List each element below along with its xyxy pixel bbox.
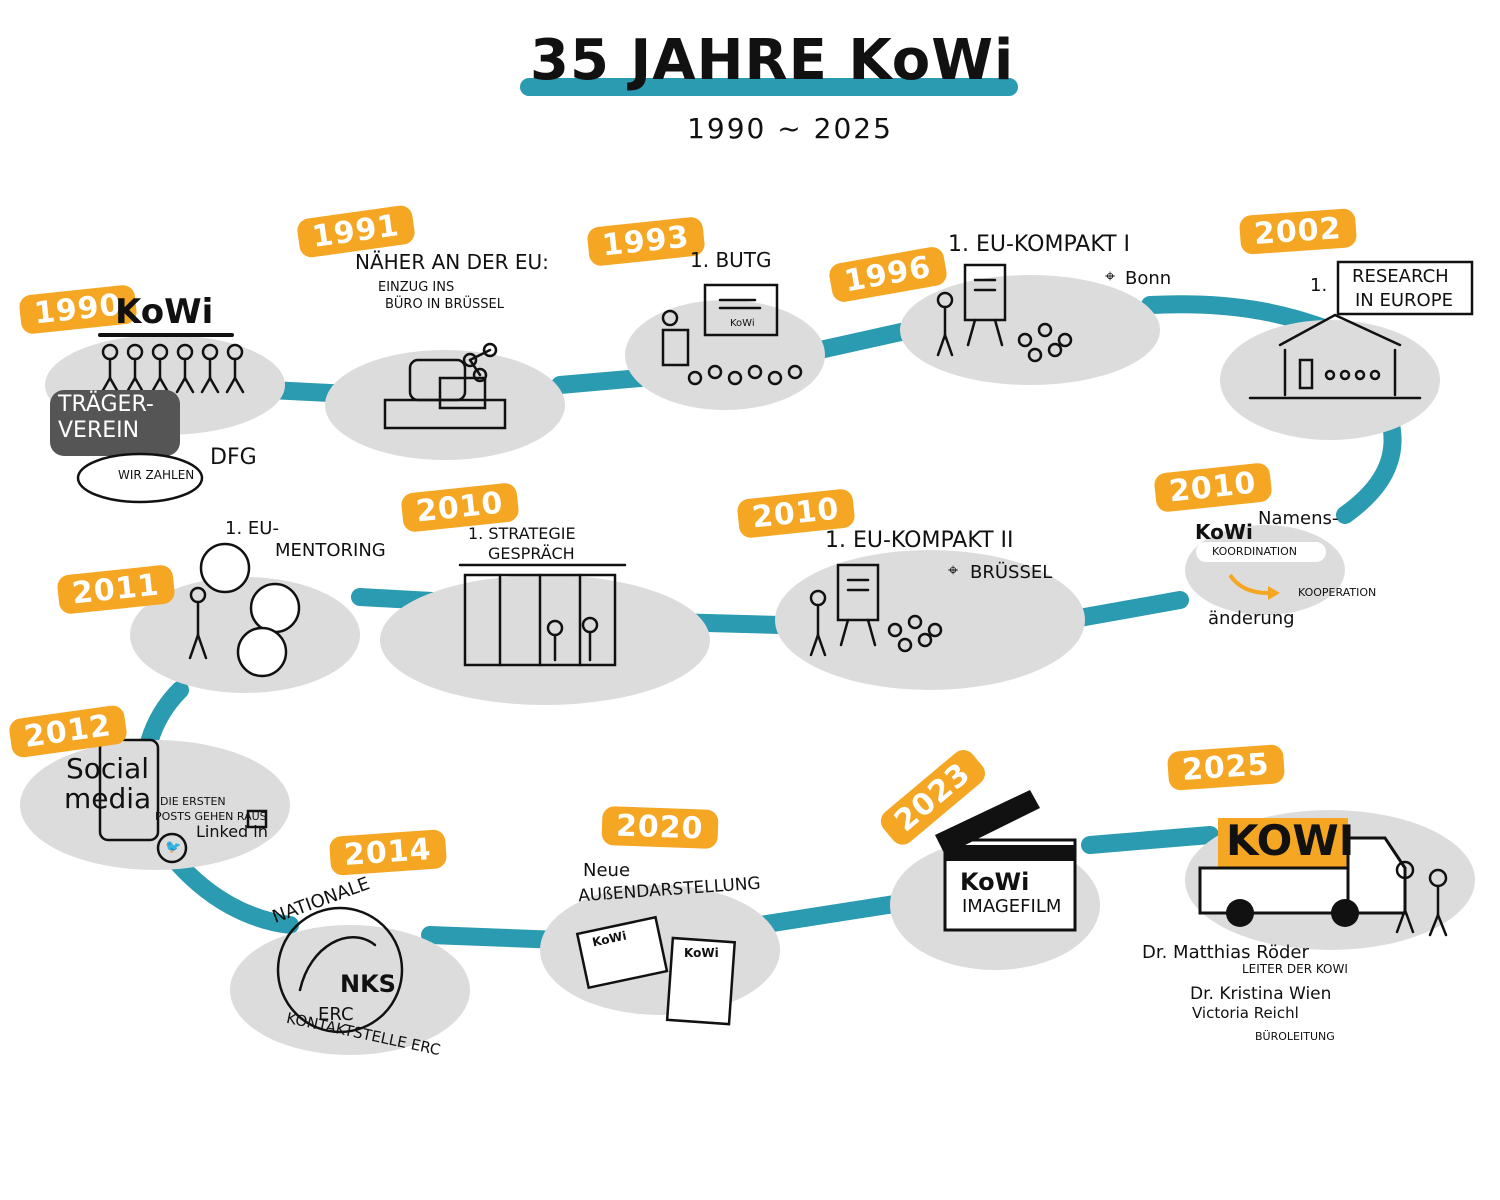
flipchart-1996-illustration <box>936 263 1073 363</box>
aenderung-label: änderung <box>1208 608 1295 629</box>
roeder-title: LEITER DER KOWI <box>1242 962 1348 976</box>
location-pin-icon-2: ⌖ <box>948 560 959 581</box>
neue-label: Neue <box>583 860 631 881</box>
koordination-pill <box>1196 542 1326 562</box>
strategie-label: 1. STRATEGIE <box>468 524 576 543</box>
mentoring-illustration <box>188 542 301 678</box>
traeger-label: TRÄGER- VEREIN <box>58 392 154 444</box>
in-europe-label: IN EUROPE <box>1355 290 1453 311</box>
linkedin-label: Linked in <box>196 822 268 841</box>
kowi-imagefilm-logo: KoWi <box>960 868 1030 896</box>
eu-kompakt-1-label: 1. EU-KOMPAKT I <box>948 232 1130 257</box>
eu-kompakt-2-label: 1. EU-KOMPAKT II <box>825 528 1014 553</box>
social-label: Social <box>66 752 150 785</box>
kowi-truck-label: KOWI <box>1226 816 1355 865</box>
building-2010-illustration <box>458 563 627 667</box>
crowd-1990-illustration <box>98 333 245 394</box>
phone-illustration <box>98 738 268 864</box>
kowi-namechange-logo: KoWi <box>1195 520 1253 544</box>
roeder-name: Dr. Matthias Röder <box>1142 942 1309 963</box>
traeger-line-1: TRÄGER- <box>58 392 154 417</box>
kowi-logo-1990: KoWi <box>115 292 214 332</box>
traeger-line-2: VEREIN <box>58 418 140 443</box>
erc-label: ERC <box>318 1004 354 1025</box>
clapperboard-illustration <box>935 790 1077 932</box>
dfg-label: DFG <box>210 445 257 470</box>
bruessel-label: BRÜSSEL <box>970 562 1053 583</box>
namens-label: Namens- <box>1258 508 1339 529</box>
pavilion-2002-illustration <box>1248 313 1422 400</box>
posts-gehen-label: POSTS GEHEN RAUS <box>155 810 267 823</box>
year-badge-2020: 2020 <box>601 805 719 850</box>
kowi-screen-label: KoWi <box>730 318 755 329</box>
location-pin-icon: ⌖ <box>1105 266 1116 287</box>
presentation-1993-illustration <box>661 283 803 386</box>
wir-zahlen-label: WIR ZAHLEN <box>118 468 195 482</box>
eu-mentoring-label-2: MENTORING <box>275 540 386 561</box>
koordination-label: KOORDINATION <box>1212 545 1298 558</box>
einzug-label: EINZUG INS <box>378 280 455 295</box>
gespraech-label: GESPRÄCH <box>488 544 575 563</box>
year-badge-2025: 2025 <box>1166 744 1285 791</box>
butg-label: 1. BUTG <box>690 248 772 272</box>
erste-posts-label: DIE ERSTEN <box>160 795 226 808</box>
naeher-eu-label: NÄHER AN DER EU: <box>355 250 549 274</box>
wien-name: Dr. Kristina Wien <box>1190 984 1332 1004</box>
flipchart-2010-illustration <box>809 563 943 657</box>
buero-bruessel-label: BÜRO IN BRÜSSEL <box>385 297 504 312</box>
eu-mentoring-label-1: 1. EU- <box>225 518 279 539</box>
year-badge-2014: 2014 <box>328 829 447 876</box>
page-subtitle: 1990 ~ 2025 <box>687 112 893 145</box>
cards-2020-illustration <box>575 915 737 1026</box>
wir-zahlen-bubble <box>76 452 204 504</box>
research-number-label: 1. <box>1310 275 1328 296</box>
twitter-icon: 🐦 <box>165 840 182 855</box>
kooperation-label: KOOPERATION <box>1298 586 1377 599</box>
page-title: 35 JAHRE KoWi <box>530 28 1015 93</box>
year-badge-2002: 2002 <box>1238 208 1357 255</box>
truck-illustration <box>1198 818 1448 937</box>
traeger-badge <box>50 390 180 456</box>
bubbles <box>20 275 1475 1055</box>
research-label: RESEARCH <box>1352 266 1449 287</box>
office-desk-illustration <box>383 342 507 430</box>
research-box <box>1336 260 1474 316</box>
imagefilm-label: IMAGEFILM <box>962 896 1062 917</box>
bonn-label: Bonn <box>1125 268 1172 289</box>
change-arrow <box>1228 573 1269 595</box>
reichl-name: Victoria Reichl <box>1192 1004 1299 1022</box>
media-label: media <box>64 782 152 815</box>
kowi-card-2-label: KoWi <box>684 946 719 960</box>
title-underline <box>520 78 1018 96</box>
nks-seal-illustration <box>276 906 404 1034</box>
bueroleitung-title: BÜROLEITUNG <box>1255 1030 1335 1043</box>
nks-label: NKS <box>340 970 396 998</box>
